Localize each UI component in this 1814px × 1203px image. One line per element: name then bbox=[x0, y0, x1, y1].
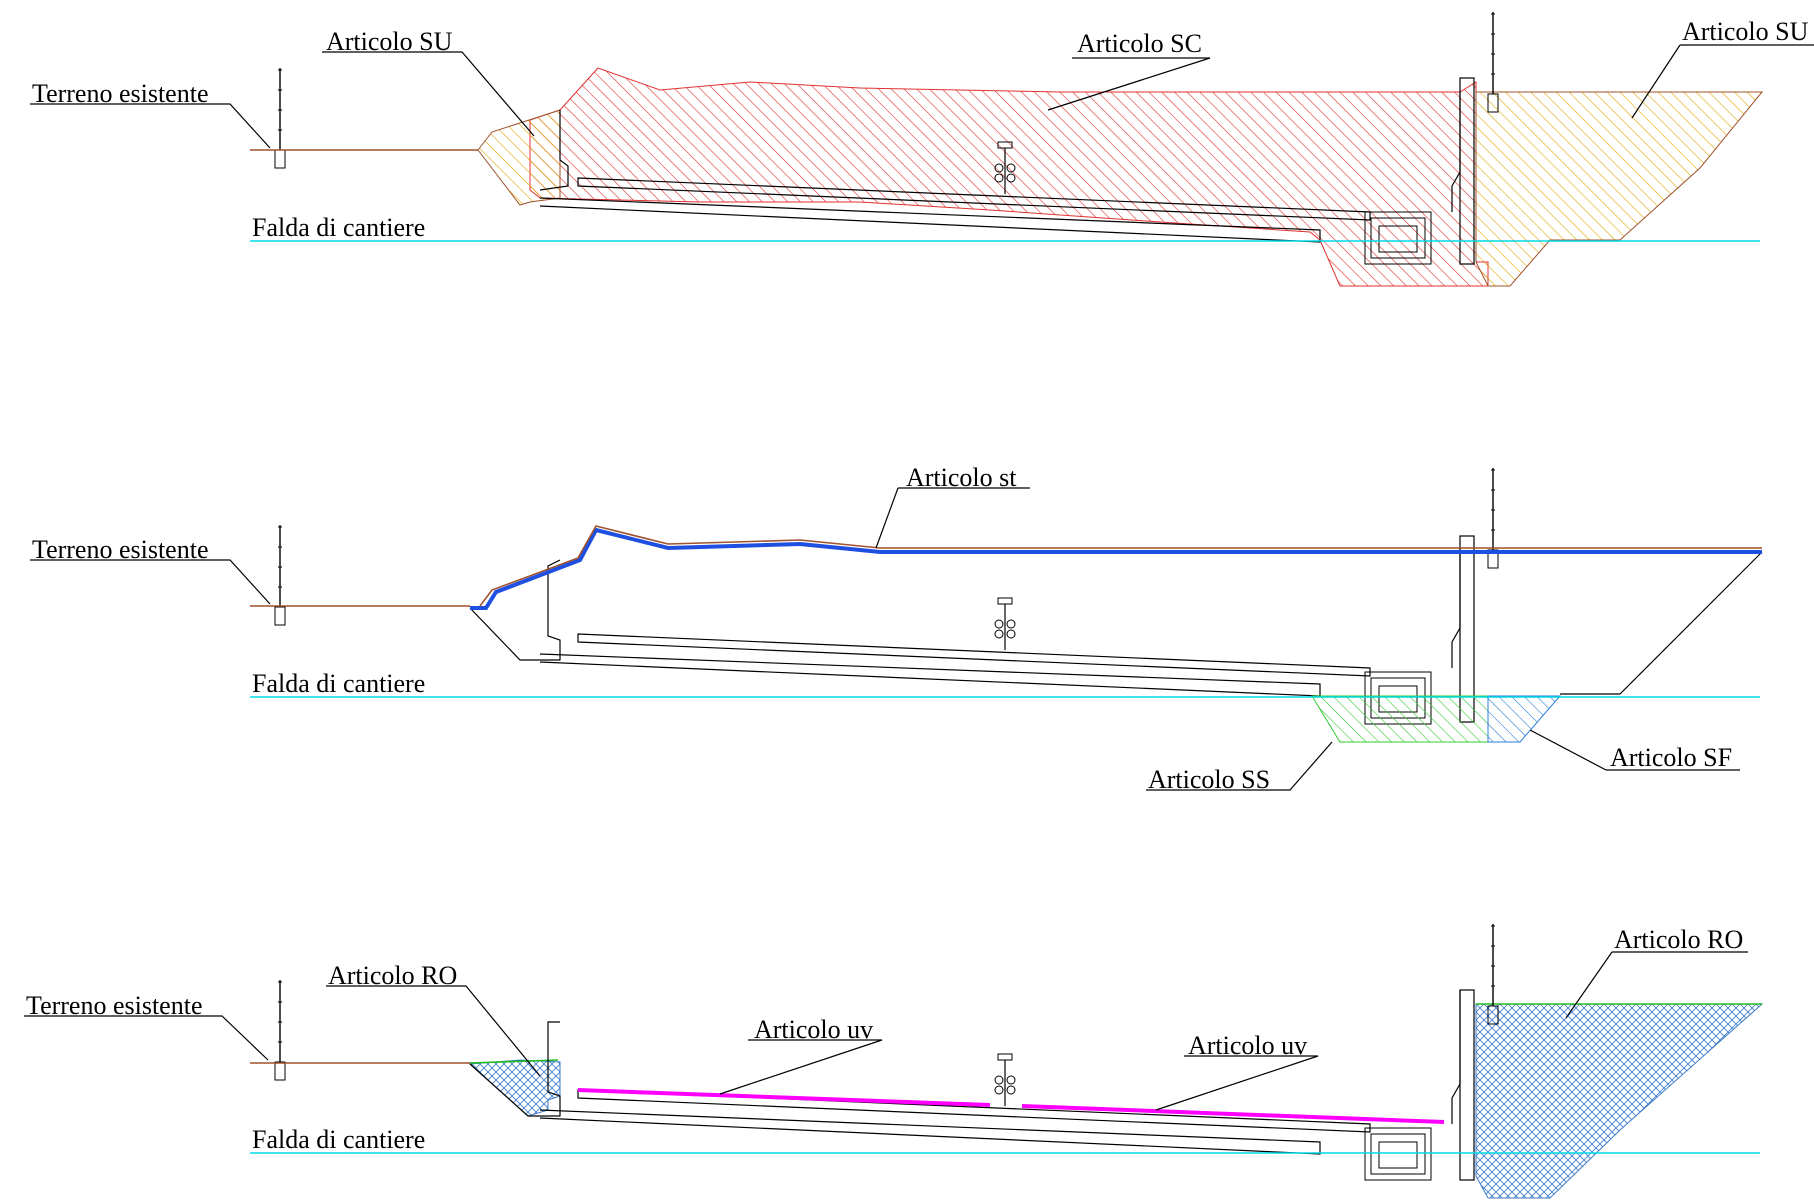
label-terreno-esistente: Terreno esistente bbox=[32, 79, 209, 108]
section-top: Terreno esistente Articolo SU Articolo S… bbox=[30, 11, 1814, 287]
articolo-su-left-area bbox=[477, 109, 561, 206]
articolo-ss-area bbox=[1311, 695, 1489, 743]
section-middle: Terreno esistente Articolo st Falda di c… bbox=[30, 463, 1763, 794]
label-falda-di-cantiere: Falda di cantiere bbox=[252, 213, 425, 242]
label-articolo-ro-left: Articolo RO bbox=[328, 961, 457, 990]
label-articolo-ro-right: Articolo RO bbox=[1614, 925, 1743, 954]
label-terreno-esistente-2: Terreno esistente bbox=[32, 535, 209, 564]
label-articolo-sc: Articolo SC bbox=[1077, 29, 1202, 58]
articolo-sc-area bbox=[529, 67, 1489, 287]
articolo-uv-line bbox=[577, 1088, 1445, 1124]
label-articolo-ss: Articolo SS bbox=[1148, 765, 1270, 794]
section-bottom: Terreno esistente Articolo RO Articolo u… bbox=[24, 923, 1764, 1199]
articolo-su-right-area bbox=[1475, 91, 1764, 287]
articolo-ro-left-area bbox=[468, 1059, 561, 1117]
label-articolo-uv-left: Articolo uv bbox=[754, 1015, 873, 1044]
label-articolo-st: Articolo st bbox=[906, 463, 1017, 492]
articolo-sf-area bbox=[1487, 695, 1562, 743]
label-articolo-su-right: Articolo SU bbox=[1682, 17, 1809, 46]
label-articolo-sf: Articolo SF bbox=[1610, 743, 1732, 772]
label-articolo-uv-right: Articolo uv bbox=[1188, 1031, 1307, 1060]
label-falda-di-cantiere-3: Falda di cantiere bbox=[252, 1125, 425, 1154]
label-terreno-esistente-3: Terreno esistente bbox=[26, 991, 203, 1020]
label-articolo-su-left: Articolo SU bbox=[326, 27, 453, 56]
label-falda-di-cantiere-2: Falda di cantiere bbox=[252, 669, 425, 698]
articolo-st-line bbox=[470, 527, 1762, 610]
articolo-ro-right-area bbox=[1475, 1003, 1764, 1199]
